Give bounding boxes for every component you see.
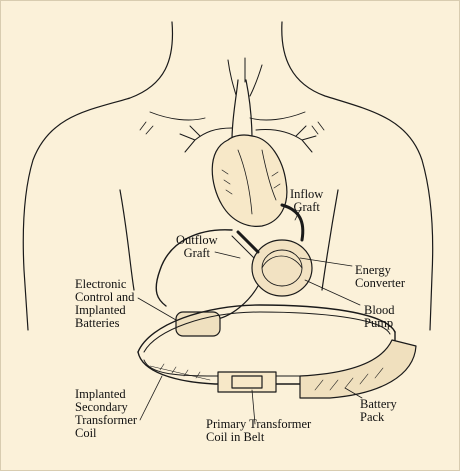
label-electronic-control: Electronic Control and Implanted Batteri…: [75, 278, 134, 330]
label-primary-transformer: Primary Transformer Coil in Belt: [206, 418, 311, 444]
leader-electronic: [138, 298, 176, 320]
leader-outflow: [215, 252, 240, 258]
electronic-control-pod: [176, 312, 220, 336]
leader-pump: [305, 280, 360, 305]
label-energy-converter: Energy Converter: [355, 264, 405, 290]
blood-pump: [252, 240, 312, 296]
label-blood-pump: Blood Pump: [364, 304, 395, 330]
arm-inner-left: [120, 190, 134, 290]
aorta: [232, 80, 252, 140]
battery-pack: [300, 340, 416, 398]
label-inflow-graft: Inflow Graft: [290, 188, 323, 214]
arm-inner-right: [322, 190, 338, 290]
heart: [212, 135, 287, 226]
label-battery-pack: Battery Pack: [360, 398, 397, 424]
label-outflow-graft: Outflow Graft: [176, 234, 218, 260]
label-implanted-coil: Implanted Secondary Transformer Coil: [75, 388, 137, 440]
leader-coil: [140, 376, 162, 420]
belt-buckle: [218, 372, 276, 392]
outflow-graft: [238, 232, 258, 252]
